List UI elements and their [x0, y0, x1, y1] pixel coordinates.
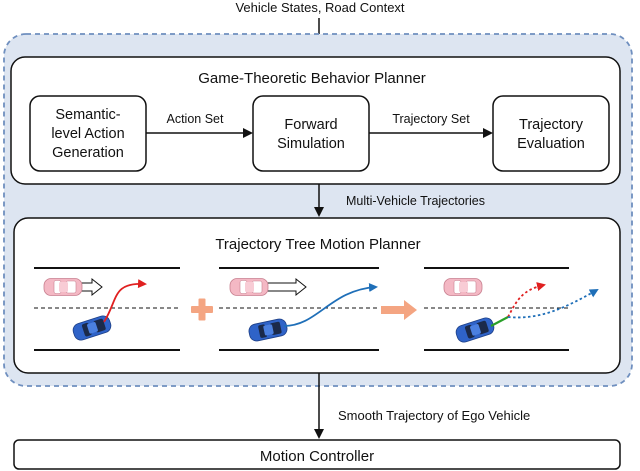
scene-1	[34, 267, 180, 351]
multi-vehicle-label: Multi-Vehicle Trajectories	[346, 194, 485, 208]
action-generation-line1: Semantic-	[55, 107, 120, 123]
scene-3	[424, 267, 599, 351]
trajectory-set-label: Trajectory Set	[392, 112, 470, 126]
forward-simulation-line2: Simulation	[277, 136, 345, 152]
red-trajectory	[103, 279, 147, 323]
green-shared-trajectory	[490, 316, 509, 327]
other-car	[443, 278, 483, 296]
plus-icon	[191, 298, 213, 321]
other-car	[43, 278, 83, 296]
trajectory-evaluation-box	[492, 95, 610, 172]
trajectory-evaluation-line1: Trajectory	[519, 117, 584, 133]
trajectory-evaluation-line2: Evaluation	[517, 136, 585, 152]
motion-planner-title: Trajectory Tree Motion Planner	[215, 236, 420, 253]
blue-trajectory	[283, 282, 378, 327]
other-car-heading-arrow	[79, 277, 103, 297]
smooth-trajectory-label: Smooth Trajectory of Ego Vehicle	[338, 408, 530, 423]
action-generation-line3: Generation	[52, 145, 124, 161]
action-generation-line2: level Action	[51, 126, 124, 142]
top-input-label: Vehicle States, Road Context	[235, 0, 404, 15]
action-set-label: Action Set	[167, 112, 225, 126]
transition-arrow	[381, 300, 417, 320]
other-car	[229, 278, 269, 296]
behavior-planner-title: Game-Theoretic Behavior Planner	[198, 70, 426, 87]
forward-simulation-line1: Forward	[284, 117, 337, 133]
scene-2	[219, 267, 379, 351]
motion-controller-label: Motion Controller	[260, 448, 374, 465]
forward-simulation-box	[252, 95, 370, 172]
blue-branch-trajectory	[507, 289, 599, 319]
motion-controller-box	[13, 439, 621, 470]
red-branch-trajectory	[507, 282, 546, 318]
